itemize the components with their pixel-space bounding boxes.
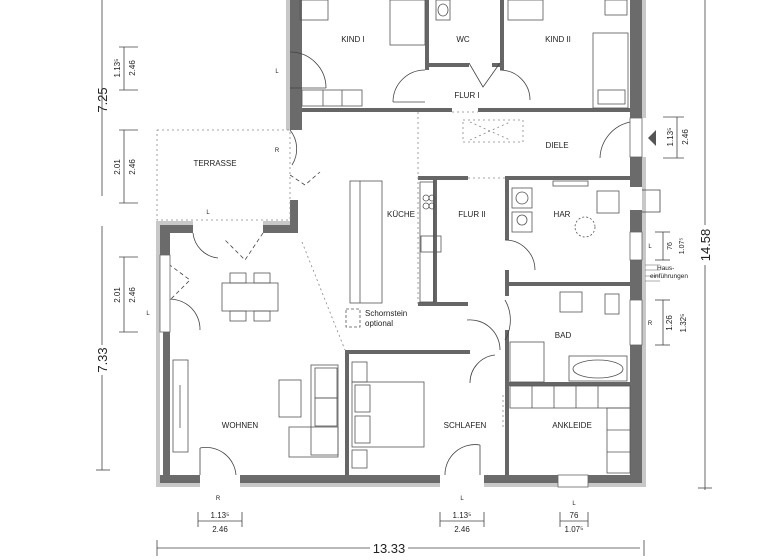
mark-right-har: L: [648, 244, 652, 250]
dim-bottom-schlafen-a: 1.13⁵: [453, 511, 472, 520]
room-terrasse: TERRASSE: [193, 159, 236, 168]
room-schlafen: SCHLAFEN: [444, 421, 487, 430]
room-ankleide: ANKLEIDE: [552, 421, 592, 430]
dim-left-win1-b: 2.46: [128, 60, 137, 76]
interior-walls: [302, 0, 630, 475]
dim-left-bottom-total: 7.33: [95, 347, 110, 372]
dim-bottom-total: 13.33: [373, 541, 406, 556]
dimension-labels: 7.25 7.33 14.58 13.33 1.13⁵ 2.46 2.01 2.…: [95, 59, 713, 556]
dim-right-har-b: 1.07⁵: [679, 238, 686, 255]
furniture: [172, 0, 631, 474]
dim-right-diele-b: 2.46: [681, 129, 690, 145]
mark-bottom-ankleide: L: [572, 501, 576, 507]
room-wohnen: WOHNEN: [222, 421, 259, 430]
dim-left-win1-a: 1.13⁵: [113, 59, 122, 78]
door-swings: [162, 51, 661, 476]
exterior-walls: [156, 0, 646, 487]
notes: Schornstein optional Haus- einführungen: [365, 265, 688, 328]
room-labels: KIND I WC KIND II FLUR I DIELE TERRASSE …: [193, 35, 591, 430]
entry-arrow-icon: [648, 130, 656, 146]
room-flur1: FLUR I: [454, 91, 479, 100]
dim-left-top-total: 7.25: [95, 87, 110, 112]
room-bad: BAD: [555, 331, 572, 340]
dim-right-har-a: 76: [667, 242, 674, 250]
mark-bottom-wohnen: R: [216, 496, 221, 502]
house-connection-marks: [645, 264, 660, 282]
dim-bottom-ankleide-a: 76: [570, 511, 579, 520]
room-kind1: KIND I: [341, 35, 365, 44]
dim-bottom-wohnen-b: 2.46: [212, 525, 228, 534]
dim-left-win2-a: 2.01: [113, 287, 122, 303]
dotted-lines: [156, 111, 524, 430]
note-optional: optional: [365, 319, 393, 328]
dim-right-bad-b: 1.32⁵: [679, 314, 688, 333]
room-kueche: KÜCHE: [387, 210, 415, 219]
dim-bottom-ankleide-b: 1.07⁵: [565, 525, 584, 534]
dim-bottom-wohnen-a: 1.13⁵: [211, 511, 230, 520]
dim-right-bad-a: 1.26: [665, 315, 674, 331]
mark-terrasse-r: R: [275, 148, 280, 154]
note-einfuehrungen: einführungen: [650, 273, 688, 280]
mark-wohnen-left: L: [146, 311, 150, 317]
dim-left-ter-a: 2.01: [113, 159, 122, 175]
dim-left-ter-b: 2.46: [128, 159, 137, 175]
room-kind2: KIND II: [545, 35, 571, 44]
window-marks: L R L L R L L L R: [146, 69, 653, 507]
note-schornstein: Schornstein: [365, 309, 407, 318]
dim-bottom-schlafen-b: 2.46: [454, 525, 470, 534]
room-diele: DIELE: [545, 141, 568, 150]
dim-right-total: 14.58: [698, 229, 713, 262]
room-wc: WC: [456, 35, 470, 44]
dim-right-diele-a: 1.13⁵: [666, 128, 675, 147]
mark-right-bad: R: [648, 321, 653, 327]
mark-kind1: L: [275, 69, 279, 75]
mark-terrasse-l: L: [206, 210, 210, 216]
note-haus: Haus-: [657, 265, 674, 272]
windows: [159, 117, 643, 488]
mark-bottom-schlafen: L: [460, 496, 464, 502]
room-har: HAR: [554, 210, 571, 219]
dim-left-win2-b: 2.46: [128, 287, 137, 303]
room-flur2: FLUR II: [458, 210, 486, 219]
